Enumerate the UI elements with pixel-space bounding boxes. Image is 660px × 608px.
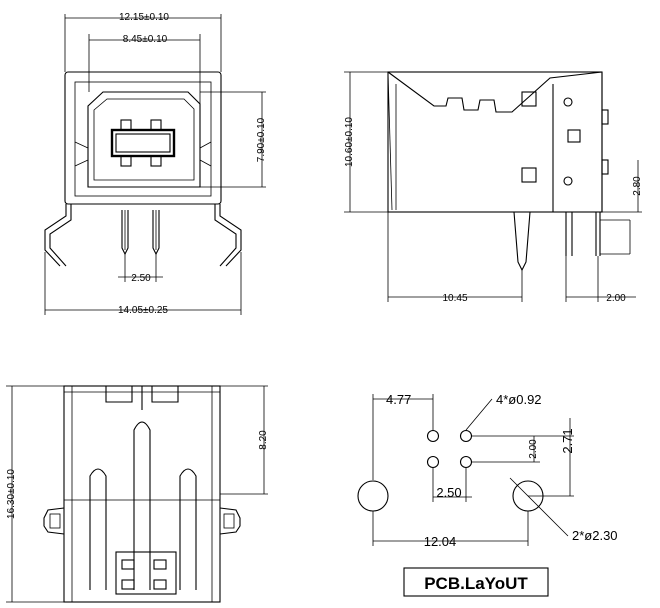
- bottom-leg-right: [219, 507, 241, 535]
- bottom-leg-right-inner: [223, 513, 235, 529]
- bottom-tab-right: [151, 386, 179, 403]
- side-window-rear: [567, 129, 581, 143]
- bottom-pin-sq-3: [121, 579, 135, 590]
- bottom-leg-left: [43, 507, 65, 535]
- dim-side-pin-offset: 2.00: [606, 293, 626, 304]
- pcb-mount-hole-left: [357, 480, 389, 512]
- side-front-edge: [387, 71, 393, 211]
- side-window-lower: [521, 167, 537, 183]
- dim-side-depth: 10.45: [442, 293, 467, 304]
- left-latch: [74, 141, 89, 167]
- side-top-profile: [387, 71, 603, 113]
- contact-top-right: [150, 119, 162, 131]
- contact-bottom-right: [150, 155, 162, 167]
- side-tab-lower: [601, 159, 609, 175]
- dim-bottom-length: 16.30±0.10: [6, 469, 17, 519]
- bottom-pin-sq-2: [153, 559, 167, 570]
- pcb-leader-mount-holes: [509, 477, 569, 537]
- contact-top-left: [120, 119, 132, 131]
- bottom-contact-right: [179, 468, 197, 590]
- pcb-dim-row: 2.00: [528, 439, 539, 459]
- dim-bottom-half: 8.20: [258, 430, 269, 450]
- bottom-contact-left: [89, 468, 107, 590]
- right-bent-leg-inner: [219, 204, 242, 267]
- dim-width-overall: 14.05±0.25: [118, 305, 168, 316]
- usb-b-opening-outer: [87, 91, 201, 188]
- pcb-pin-hole-3: [426, 455, 440, 469]
- front-shell-inner: [74, 81, 212, 197]
- pcb-layout: 4.77 4*ø0.92 2.00 2.71 2.50 12.04 2*ø2.3…: [357, 392, 618, 597]
- bottom-contact-center: [133, 421, 151, 590]
- dim-width-outer: 12.15±0.10: [119, 12, 169, 23]
- dim-height-inner: 7.90±0.10: [256, 117, 267, 162]
- left-bent-leg: [49, 204, 72, 267]
- contact-bottom-left: [120, 155, 132, 167]
- side-mount-leg: [513, 211, 531, 272]
- front-shell-outline: [64, 71, 222, 205]
- pcb-dim-width: 12.04: [424, 534, 457, 549]
- side-window-upper: [521, 91, 537, 107]
- bottom-pin-sq-1: [121, 559, 135, 570]
- side-tab-upper: [601, 109, 609, 125]
- pcb-dim-left: 4.77: [386, 392, 411, 407]
- pcb-mount-holes-label: 2*ø2.30: [572, 528, 618, 543]
- dim-side-pin-height: 2.80: [632, 176, 643, 196]
- bottom-leg-left-inner: [49, 513, 61, 529]
- usb-b-opening-inner: [93, 98, 195, 181]
- left-bent-leg-inner: [44, 204, 67, 267]
- side-rivet-top: [563, 97, 573, 107]
- pcb-layout-title: PCB.LaYoUT: [424, 574, 528, 593]
- bottom-pin-sq-4: [153, 579, 167, 590]
- pcb-title-box: [403, 567, 549, 597]
- side-view: 10.60±0.10 10.45 2.00 2.80: [344, 71, 643, 304]
- bottom-tab-left: [105, 386, 133, 403]
- pcb-pin-hole-4: [459, 455, 473, 469]
- pcb-pin-holes-label: 4*ø0.92: [496, 392, 542, 407]
- contact-tongue: [110, 128, 176, 158]
- bottom-pin-block: [115, 551, 177, 595]
- side-rivet-bottom: [563, 176, 573, 186]
- dim-pin-pitch: 2.50: [131, 273, 151, 284]
- bottom-view: 16.30±0.10 8.20: [6, 385, 269, 603]
- right-latch: [199, 141, 212, 167]
- pcb-dim-offset: 2.71: [560, 428, 575, 453]
- contact-tongue-inner: [115, 133, 171, 153]
- dim-side-height: 10.60±0.10: [344, 117, 355, 167]
- pcb-leader-pin-holes: [465, 398, 493, 431]
- bottom-body-outline: [63, 385, 221, 603]
- pcb-dim-pitch: 2.50: [436, 485, 461, 500]
- dim-width-inner: 8.45±0.10: [123, 34, 168, 45]
- pcb-pin-hole-1: [426, 429, 440, 443]
- right-bent-leg: [214, 204, 237, 267]
- pcb-pin-hole-2: [459, 429, 473, 443]
- front-view: 12.15±0.10 8.45±0.10 7.90±0.10 2.50 14.0…: [44, 12, 267, 316]
